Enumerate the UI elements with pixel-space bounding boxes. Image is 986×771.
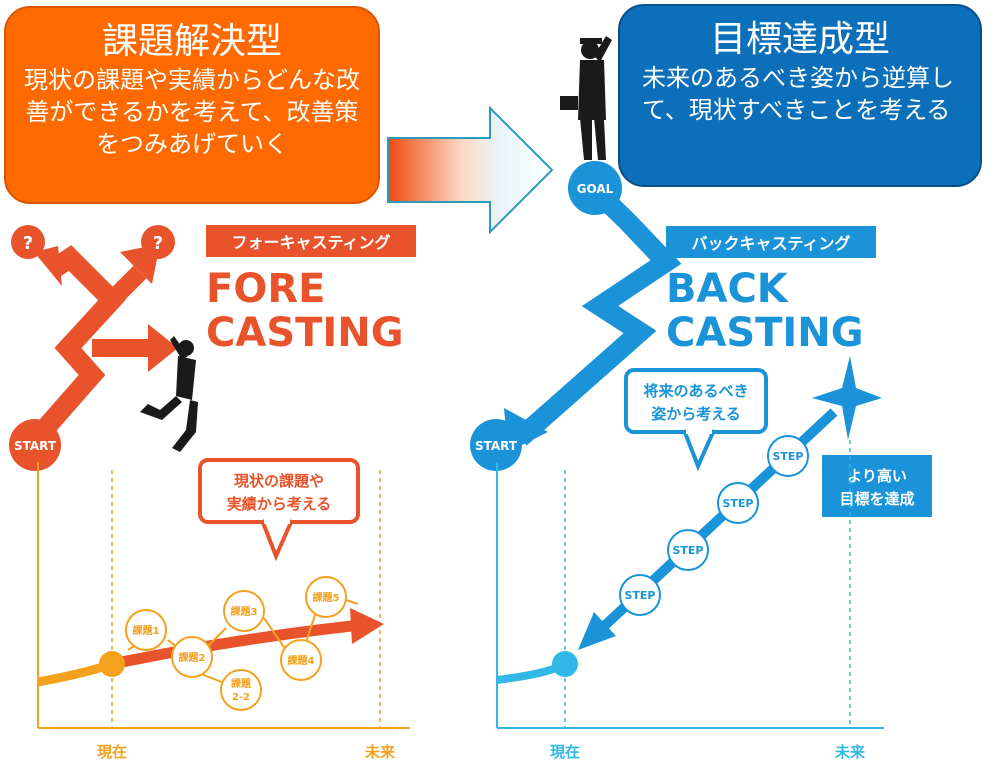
backcast-step-arrowhead [578, 612, 616, 650]
backcast-title-1: BACK [666, 266, 790, 312]
backcast-bubble-line2: 姿から考える [651, 405, 741, 423]
backcast-title-2: CASTING [666, 310, 864, 356]
forecast-start-circle [9, 419, 61, 471]
backcast-bubble [624, 368, 768, 472]
target-line2: 目標を達成 [839, 490, 914, 508]
goal-achievement-description: 未来のあるべき姿から逆算して、現状すべきことを考える [642, 64, 954, 124]
issue-2-2-line1: 課題 [231, 677, 252, 690]
forecast-question-left: ? [23, 233, 33, 254]
forecast-tag: フォーキャスティング [231, 233, 390, 252]
step-1: STEP [624, 589, 655, 602]
forecast-tag-box [206, 225, 416, 257]
backcast-zigzag [513, 182, 682, 446]
step-3: STEP [722, 497, 753, 510]
forecast-title-1: FORE [206, 266, 325, 312]
problem-solving-box: 課題解決型 現状の課題や実績からどんな改善ができるかを考えて、改善策をつみあげて… [4, 6, 380, 204]
goal-label: GOAL [577, 182, 614, 196]
forecast-title-2: CASTING [206, 310, 404, 356]
climber-figure [140, 336, 198, 452]
backcast-now-label: 現在 [550, 743, 580, 761]
star-icon [812, 356, 882, 440]
backcast-future-label: 未来 [834, 743, 866, 761]
forecast-question-right: ? [153, 233, 163, 254]
forecast-start-label: START [14, 439, 57, 453]
forecast-bubble-line2: 実績から考える [227, 495, 332, 513]
goal-circle [568, 161, 622, 215]
problem-solving-description: 現状の課題や実績からどんな改善ができるかを考えて、改善策をつみあげていく [24, 66, 360, 158]
issue-1: 課題1 [133, 624, 160, 637]
issue-2: 課題2 [179, 651, 206, 664]
backcast-now-dot [552, 651, 578, 677]
forecast-bubble-line1: 現状の課題や [234, 472, 324, 490]
goal-achievement-box: 目標達成型 未来のあるべき姿から逆算して、現状すべきことを考える [618, 4, 982, 187]
forecast-arrowhead [350, 608, 384, 644]
forecast-bubble [198, 458, 360, 562]
forecast-future-curve [110, 620, 353, 670]
target-line1: より高い [847, 467, 907, 485]
backcast-start-label: START [475, 439, 518, 453]
goal-achievement-title: 目標達成型 [709, 19, 890, 60]
transition-arrow [387, 105, 554, 235]
backcast-tag: バックキャスティング [691, 234, 850, 253]
forecast-now-label: 現在 [97, 743, 127, 761]
forecast-now-dot [99, 651, 125, 677]
issue-2-2-line2: 2-2 [232, 692, 250, 703]
businessman-figure [560, 36, 612, 160]
forecast-question-circle-left [11, 225, 45, 259]
issue-4: 課題4 [288, 654, 315, 667]
backcast-bubble-line1: 将来のあるべき [643, 382, 748, 400]
target-box [822, 455, 932, 517]
problem-solving-title: 課題解決型 [101, 21, 282, 62]
issue-circles [125, 576, 347, 711]
forecast-question-circle-right [141, 225, 175, 259]
step-circles [619, 435, 809, 616]
issue-5: 課題5 [313, 591, 340, 604]
backcast-tag-box [666, 226, 876, 258]
forecast-future-label: 未来 [364, 743, 396, 761]
step-2: STEP [672, 544, 703, 557]
issue-3: 課題3 [231, 605, 258, 618]
step-4: STEP [772, 450, 803, 463]
backcast-start-circle [470, 419, 522, 471]
